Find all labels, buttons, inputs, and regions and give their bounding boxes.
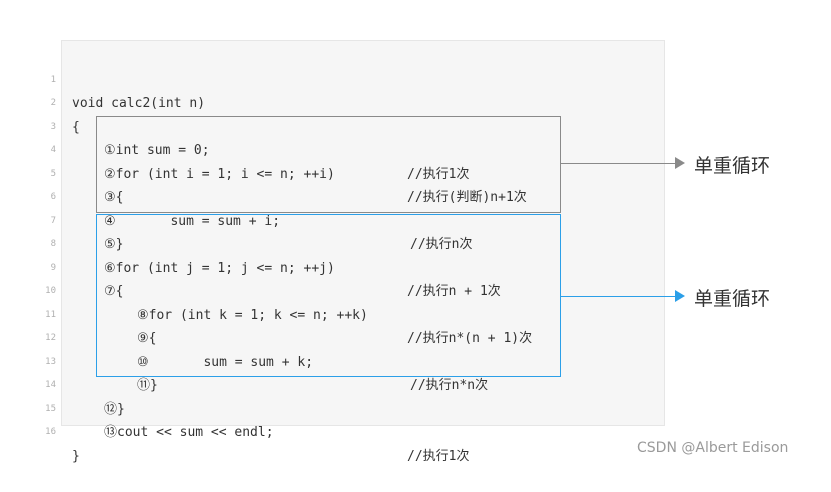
code-comment: //执行n*(n + 1)次: [407, 331, 533, 346]
line-number: 3: [50, 121, 56, 132]
code-text: void calc2(int n): [72, 96, 206, 111]
code-text: {: [72, 119, 80, 135]
code-comment: //执行(判断)n+1次: [407, 190, 527, 205]
line-number: 12: [45, 333, 56, 343]
code-line: 12 ⑩ sum = sum + k; //执行n*n次: [45, 304, 666, 393]
code-line: 1 void calc2(int n): [51, 45, 666, 112]
code-comment: //执行1次: [407, 448, 470, 464]
code-line: 11 ⑨{: [45, 280, 666, 347]
code-line: 14 ⑫}: [45, 351, 666, 417]
blue-connector-line: [561, 296, 675, 297]
code-line: 6 ④ sum = sum + i; //执行n次: [51, 163, 666, 252]
line-number: 16: [45, 427, 56, 437]
code-text: ①int sum = 0;: [104, 143, 210, 158]
line-number: 11: [45, 309, 56, 320]
watermark: CSDN @Albert Edison: [637, 440, 789, 456]
code-line: 7 ⑤}: [51, 186, 666, 253]
code-line: 9 ⑦{: [51, 233, 666, 300]
code-line: 3 ①int sum = 0; //执行1次: [51, 92, 666, 182]
code-comment: //执行1次: [407, 166, 470, 182]
line-number: 6: [50, 192, 56, 202]
line-number: 10: [45, 286, 56, 296]
line-number: 7: [50, 215, 56, 226]
code-text: ⑧for (int k = 1; k <= n; ++k): [137, 307, 368, 323]
code-comment: //执行n + 1次: [407, 284, 501, 299]
code-text: ⑦{: [104, 284, 124, 299]
code-line: 2 {: [51, 69, 666, 135]
code-panel: 1 void calc2(int n) 2 { 3 ①int sum = 0; …: [45, 40, 666, 464]
blue-loop-label: 单重循环: [694, 288, 771, 310]
line-number: 8: [50, 239, 56, 249]
code-text: ⑩ sum = sum + k;: [137, 354, 314, 370]
line-number: 5: [50, 168, 56, 179]
code-line: 16 }: [45, 398, 666, 464]
line-number: 14: [45, 380, 56, 390]
code-comment: //执行n*n次: [410, 378, 489, 393]
code-line: 5 ③{: [51, 139, 666, 206]
code-line: 10 ⑧for (int k = 1; k <= n; ++k) //执行n*(…: [45, 257, 666, 346]
code-text: }: [72, 448, 80, 464]
line-number: 1: [50, 74, 56, 85]
code-text: ⑬cout << sum << endl;: [104, 425, 274, 440]
code-line: 13 ⑪}: [45, 327, 666, 394]
code-text: ④ sum = sum + i;: [104, 213, 281, 229]
line-number: 9: [50, 262, 56, 273]
gray-loop-label: 单重循环: [694, 155, 771, 177]
line-number: 13: [45, 356, 56, 367]
code-text: ②for (int i = 1; i <= n; ++i): [104, 166, 335, 182]
code-text: ⑪}: [137, 378, 158, 393]
line-number: 15: [45, 403, 56, 414]
line-number: 4: [50, 145, 56, 155]
blue-arrow-icon: [675, 290, 685, 302]
line-number: 2: [50, 98, 56, 108]
blue-loop-bracket: [96, 214, 561, 377]
code-line: 4 ②for (int i = 1; i <= n; ++i) //执行(判断)…: [51, 116, 666, 205]
code-line: 8 ⑥for (int j = 1; j <= n; ++j) //执行n + …: [51, 210, 666, 299]
gray-connector-line: [561, 163, 675, 164]
code-text: ⑥for (int j = 1; j <= n; ++j): [104, 260, 335, 276]
code-text: ③{: [104, 190, 124, 205]
code-line: 15 ⑬cout << sum << endl; //执行1次: [45, 374, 666, 464]
code-comment: //执行n次: [410, 237, 473, 252]
code-text: ⑫}: [104, 401, 125, 417]
gray-arrow-icon: [675, 157, 685, 169]
code-text: ⑨{: [137, 331, 157, 346]
gray-loop-bracket: [96, 116, 561, 213]
code-text: ⑤}: [104, 237, 124, 252]
